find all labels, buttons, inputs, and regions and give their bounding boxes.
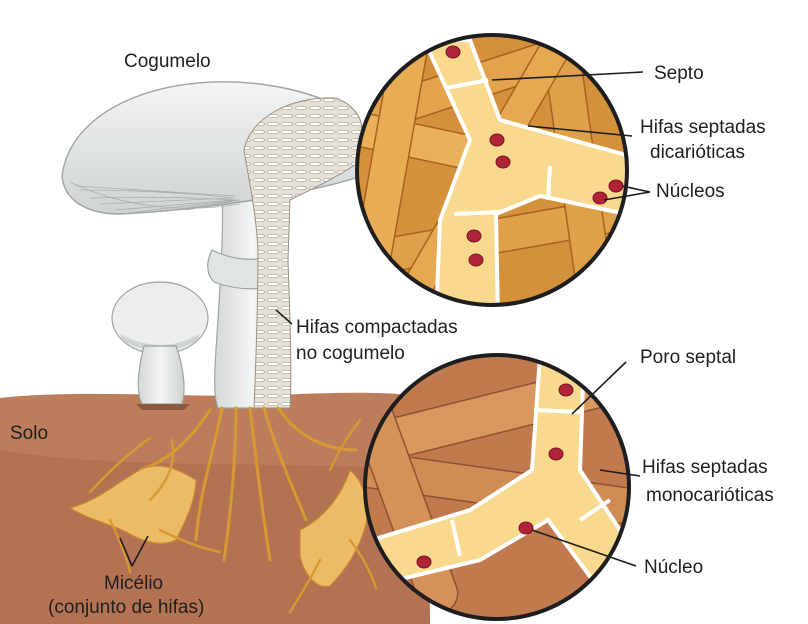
label-hifas-monocarioticas-line2: monocarióticas — [646, 484, 774, 507]
label-hifas-dicarioticas-line2: dicarióticas — [650, 141, 745, 164]
label-micelio-line1: Micélio — [104, 572, 163, 595]
label-hifas-compactadas-line2: no cogumelo — [296, 342, 405, 365]
label-poro-septal: Poro septal — [640, 346, 736, 369]
label-hifas-compactadas-line1: Hifas compactadas — [296, 316, 458, 339]
small-mushroom — [112, 282, 208, 410]
label-septo: Septo — [654, 62, 704, 85]
label-cogumelo: Cogumelo — [124, 50, 211, 73]
label-solo: Solo — [10, 422, 48, 445]
label-hifas-dicarioticas-line1: Hifas septadas — [640, 116, 766, 139]
label-nucleo: Núcleo — [644, 556, 703, 579]
label-nucleos: Núcleos — [656, 180, 725, 203]
label-micelio-line2: (conjunto de hifas) — [48, 596, 204, 619]
dikaryotic-magnification — [339, 14, 640, 321]
label-hifas-monocarioticas-line1: Hifas septadas — [642, 456, 768, 479]
